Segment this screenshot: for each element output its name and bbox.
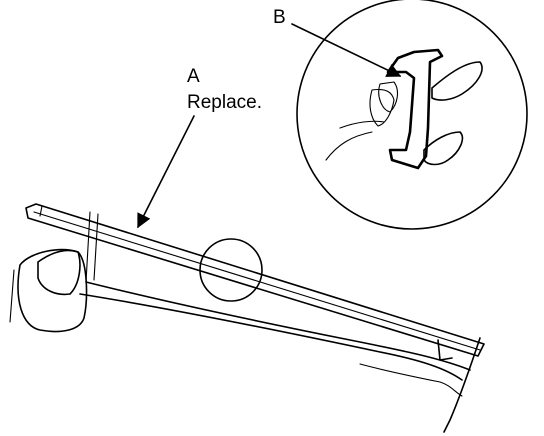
callout-a-letter: A: [187, 66, 200, 87]
detail-inset: [296, 0, 528, 230]
detail-inset-circle: [296, 0, 528, 230]
callout-b-letter: B: [273, 7, 286, 28]
callout-a-note: Replace.: [187, 92, 262, 113]
door-body-outline: [79, 211, 481, 433]
weatherstrip-strip: [25, 203, 485, 361]
callout-a-leader: [137, 115, 195, 229]
detail-callout-circle: [199, 238, 263, 302]
callout-b-leader: [291, 23, 402, 77]
side-mirror: [9, 248, 88, 333]
